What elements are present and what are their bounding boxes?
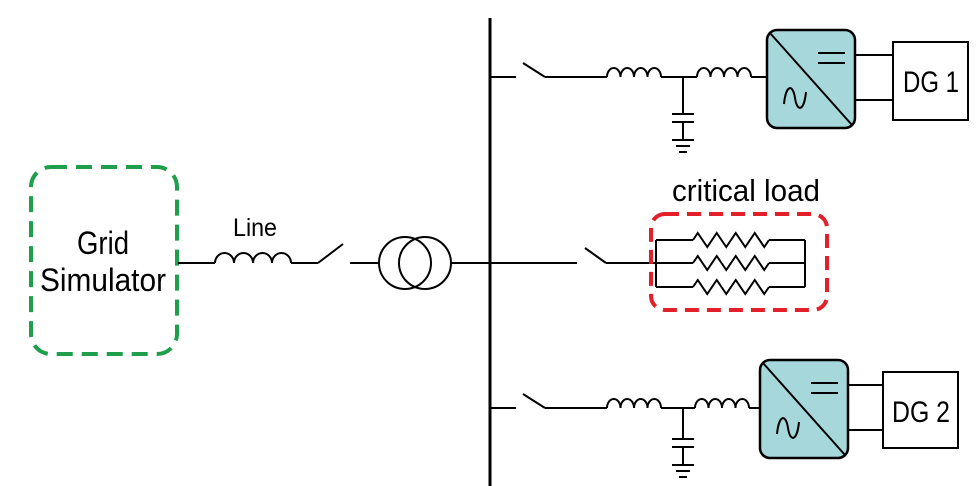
transformer-secondary-winding — [398, 236, 452, 290]
dg1-feeder: DG 1 — [490, 28, 969, 153]
grid-simulator-label-top: Grid — [77, 225, 129, 261]
dg1-inverter-side-inductor — [696, 67, 752, 78]
line-inductor — [214, 252, 292, 264]
transformer-primary-winding — [378, 236, 432, 290]
dg2-inverter-side-inductor — [694, 398, 750, 409]
load-resistor — [692, 254, 770, 272]
converter-diagonal — [769, 32, 853, 126]
dg2-grid-side-inductor — [606, 398, 662, 409]
dg1-switch — [522, 62, 546, 78]
load-resistor-row — [656, 231, 805, 249]
grid-feeder: Line — [178, 214, 490, 290]
ac-sine-icon — [776, 417, 800, 439]
grid-simulator-border — [29, 165, 179, 356]
dg1-label: DG 1 — [903, 66, 959, 99]
load-resistor — [692, 231, 770, 249]
ground-icon — [672, 139, 694, 153]
converter-diagonal — [762, 362, 846, 456]
dc-equals-icon — [818, 52, 845, 64]
dg1-filter-capacitor — [672, 77, 694, 153]
critical-load-border — [649, 212, 829, 312]
dg2-switch — [522, 393, 546, 409]
grid-simulator: Grid Simulator — [29, 165, 179, 356]
dg1-grid-side-inductor — [606, 67, 662, 78]
dg1-source-box — [892, 41, 969, 121]
ground-icon — [672, 464, 694, 478]
line-label: Line — [233, 214, 277, 242]
dg1-converter — [765, 28, 857, 130]
load-resistor-row — [656, 278, 805, 296]
transformer — [378, 236, 452, 290]
dg2-label: DG 2 — [892, 396, 950, 429]
load-resistor-row — [656, 254, 805, 272]
dg2-feeder: DG 2 — [490, 358, 959, 478]
critical-load-label: critical load — [672, 173, 820, 208]
dc-equals-icon — [811, 382, 838, 394]
grid-simulator-label-bottom: Simulator — [40, 262, 166, 298]
grid-breaker-switch — [317, 243, 344, 264]
dg2-source-box — [882, 371, 959, 449]
load-resistor — [692, 278, 770, 296]
load-switch — [584, 247, 607, 264]
dg2-filter-capacitor — [672, 408, 694, 478]
critical-load-feeder: critical load — [490, 173, 829, 312]
dg2-converter — [758, 358, 850, 460]
ac-sine-icon — [783, 87, 807, 109]
